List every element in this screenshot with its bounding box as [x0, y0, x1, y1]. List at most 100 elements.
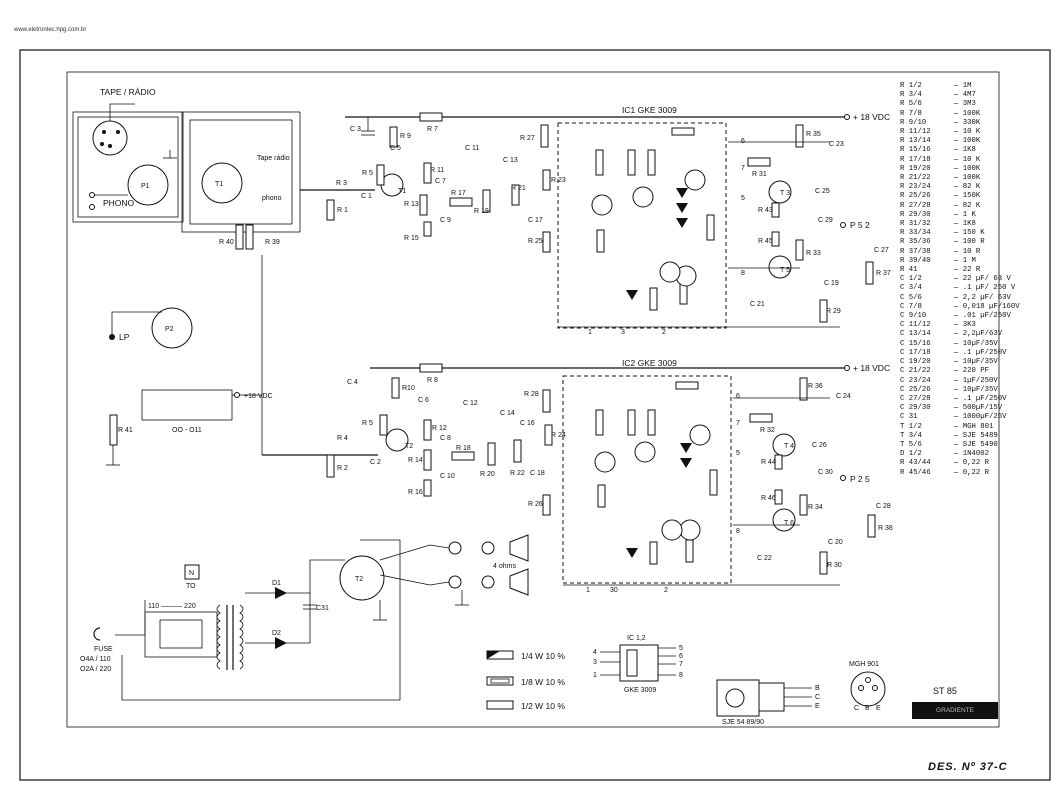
svg-text:R 27: R 27: [520, 135, 535, 142]
part-ref: R 5/6: [900, 100, 922, 109]
part-ref: C 15/16: [900, 339, 931, 348]
svg-text:R 26: R 26: [528, 501, 543, 508]
part-ref: R 15/16: [900, 146, 931, 155]
legend-quarter-w: 1/4 W 10 %: [521, 651, 565, 661]
ic-pinout-part: GKE 3009: [624, 687, 656, 694]
part-ref: C 27/28: [900, 394, 931, 403]
voltage-selector-label: 110 ——— 220: [148, 603, 196, 610]
svg-text:R 14: R 14: [408, 457, 423, 464]
part-ref: C 7/8: [900, 302, 922, 311]
svg-text:6: 6: [679, 653, 683, 660]
svg-text:7: 7: [741, 165, 745, 172]
svg-text:C 12: C 12: [463, 400, 478, 407]
part-ref: C 1/2: [900, 275, 922, 284]
part-value: — 0,22 R: [954, 468, 990, 477]
tape-radio-input: TAPE / RÁDIO: [72, 87, 184, 223]
svg-text:R 16: R 16: [408, 489, 423, 496]
parts-list-row: T 5/6— SJE 5490: [900, 441, 1050, 450]
svg-text:2: 2: [664, 587, 668, 594]
part-value: — 10 K: [954, 128, 981, 137]
svg-text:R 44: R 44: [761, 459, 776, 466]
d1-label: D1: [272, 580, 281, 587]
p5-top-label: P 5 2: [850, 220, 870, 230]
parts-list-row: C 5/6 — 2,2 µF/ 63V: [900, 294, 1050, 303]
svg-text:1: 1: [593, 672, 597, 679]
phono-label: PHONO: [103, 198, 135, 208]
legend-eighth-w: 1/8 W 10 %: [521, 677, 565, 687]
part-ref: C 5/6: [900, 293, 922, 302]
svg-text:C 16: C 16: [520, 420, 535, 427]
part-value: — 82 K: [954, 183, 981, 192]
part-value: — 100K: [954, 174, 981, 183]
parts-list-row: R 3/4— 4M7: [900, 91, 1050, 100]
svg-text:5: 5: [679, 645, 683, 652]
svg-text:R10: R10: [402, 385, 415, 392]
mgh-pinout: MGH 901 C B E: [849, 661, 886, 712]
speaker-outputs: 4 ohms: [379, 534, 529, 606]
svg-text:R 17: R 17: [451, 190, 466, 197]
svg-text:T 4: T 4: [784, 443, 794, 450]
part-value: — 1000µF/25V: [954, 413, 1007, 422]
svg-text:R 4: R 4: [337, 435, 348, 442]
part-ref: R 45/46: [900, 468, 931, 477]
part-value: — 100 R: [954, 238, 985, 247]
part-value: — 1 M: [954, 256, 976, 265]
svg-text:R 12: R 12: [432, 425, 447, 432]
lp-selector: P2 LP OO - O11 +18 VDC R 41: [106, 307, 273, 466]
svg-text:R 38: R 38: [878, 525, 893, 532]
svg-text:1: 1: [588, 329, 592, 336]
svg-text:R 45: R 45: [758, 238, 773, 245]
part-value: — 100K: [954, 137, 981, 146]
part-ref: R 39/40: [900, 256, 931, 265]
lp-label: LP: [119, 332, 130, 342]
svg-text:R 37: R 37: [876, 270, 891, 277]
t1-label: T1: [215, 181, 223, 188]
svg-text:C 22: C 22: [757, 555, 772, 562]
svg-text:R 46: R 46: [761, 495, 776, 502]
parts-list-row: R 21/22— 100K: [900, 174, 1050, 183]
svg-text:C 1: C 1: [361, 193, 372, 200]
svg-text:4: 4: [593, 649, 597, 656]
input-selector-switch: T1 Tape rádio phono R 40 R 39: [181, 111, 301, 455]
part-value: — 10µF/35V: [954, 385, 998, 394]
part-value: — SJE 5489: [954, 431, 998, 440]
part-ref: T 1/2: [900, 422, 922, 431]
parts-list-row: C 7/8— 0,018 µF/160V: [900, 303, 1050, 312]
svg-text:R 28: R 28: [524, 391, 539, 398]
parts-list-row: R 39/40 — 1 M: [900, 257, 1050, 266]
part-ref: R 27/28: [900, 201, 931, 210]
svg-text:R 32: R 32: [760, 427, 775, 434]
parts-list-row: R 25/26— 150K: [900, 192, 1050, 201]
supply-top-label: + 18 VDC: [853, 112, 890, 122]
d2-label: D2: [272, 630, 281, 637]
parts-list-row: C 25/26— 10µF/35V: [900, 386, 1050, 395]
parts-list-row: R 11/12— 10 K: [900, 128, 1050, 137]
model-label: ST 85: [933, 686, 957, 696]
part-ref: R 31/32: [900, 220, 931, 229]
part-value: — 1K8: [954, 146, 976, 155]
part-ref: C 3/4: [900, 284, 922, 293]
svg-text:R 29: R 29: [826, 308, 841, 315]
part-ref: C 29/30: [900, 404, 931, 413]
svg-text:C 20: C 20: [828, 539, 843, 546]
svg-text:R 18: R 18: [456, 445, 471, 452]
svg-text:3: 3: [621, 329, 625, 336]
mgh-pinout-part: MGH 901: [849, 661, 879, 668]
parts-list-row: C 15/16— 10µF/35V: [900, 340, 1050, 349]
part-ref: C 31: [900, 413, 918, 422]
transistor-pinout-part: SJE 54 89/90: [722, 719, 764, 726]
parts-list-row: R 43/44— 0,22 R: [900, 459, 1050, 468]
part-value: — 220 PF: [954, 367, 990, 376]
part-value: — 150K: [954, 192, 981, 201]
switch-supply-label: +18 VDC: [244, 393, 273, 400]
part-value: — 4M7: [954, 91, 976, 100]
ic1-label: IC1 GKE 3009: [622, 105, 677, 115]
parts-list-row: C 19/20— 10µF/35V: [900, 358, 1050, 367]
part-value: — 2,2 µF/ 63V: [954, 293, 1011, 302]
svg-text:C 4: C 4: [347, 379, 358, 386]
svg-text:R 36: R 36: [808, 383, 823, 390]
part-value: — 22 R: [954, 266, 981, 275]
svg-text:C 29: C 29: [818, 217, 833, 224]
part-ref: C 21/22: [900, 367, 931, 376]
